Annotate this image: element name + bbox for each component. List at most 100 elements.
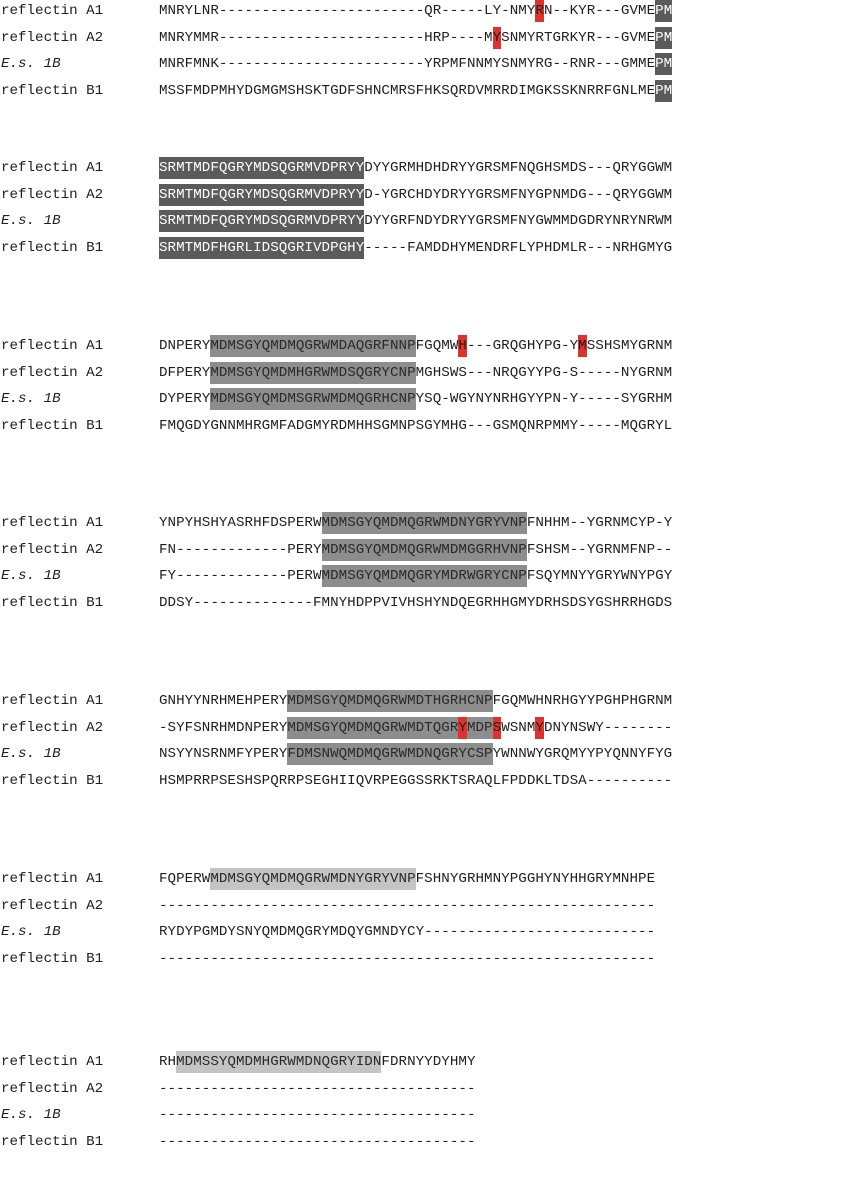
residue-segment: -----FAMDDHYMENDRFLYPHDMLR---NRHGMYG <box>364 239 673 256</box>
highlighted-residue: H <box>458 335 467 357</box>
residue-segment: FMQGDYGNNMHRGMFADGMYRDMHHSGMNPSGYMHG---G… <box>159 417 673 434</box>
residue-segment: FQPERW <box>159 871 211 887</box>
residue-segment: D-YGRCHDYDRYYGRSMFNYGPNMDG---QRYGGWM <box>364 186 673 203</box>
sequence-residues: MSSFMDPMHYDGMGMSHSKTGDFSHNCMRSFHKSQRDVMR… <box>159 79 673 102</box>
sequence-label: E.s. 1B <box>1 391 61 407</box>
sequence-label: E.s. 1B <box>1 1107 61 1123</box>
sequence-label: reflectin A2 <box>1 186 104 203</box>
sequence-residues: DNPERYMDMSGYQMDMQGRWMDAQGRFNNPFGQMWH---G… <box>159 335 672 357</box>
residue-segment: ---GRQGHYPG-Y <box>466 338 579 354</box>
sequence-label: reflectin B1 <box>1 417 104 434</box>
conserved-motif-highlight: SRMTMDFQGRYMDSQGRMVDPRYY <box>159 210 365 232</box>
sequence-residues: RHMDMSSYQMDMHGRWMDNQGRYIDNFDRNYYDYHMY <box>159 1051 476 1073</box>
residue-segment: DNPERY <box>159 338 211 354</box>
sequence-label: reflectin A1 <box>1 160 104 176</box>
conserved-motif-highlight: MDMSGYQMDMQGRWMDTQGR <box>287 716 459 739</box>
conserved-motif-highlight: MDMSSYQMDMHGRWMDNQGRYIDN <box>176 1051 382 1073</box>
sequence-label: reflectin A1 <box>1 3 104 19</box>
residue-segment: FSHSM--YGRNMFNP-- <box>526 541 673 558</box>
conserved-motif-highlight: MDMSGYQMDMQGRYMDRWGRYCNP <box>321 565 527 587</box>
sequence-label: reflectin A1 <box>1 338 104 354</box>
conserved-motif-highlight: MDMSGYQMDMQGRWMDNYGRYVNP <box>210 868 416 890</box>
residue-segment: RH <box>159 1054 177 1070</box>
sequence-label: reflectin A1 <box>1 693 104 709</box>
residue-segment: ------------------------------------- <box>159 1107 476 1123</box>
residue-segment: DFPERY <box>159 364 211 381</box>
residue-segment: SSHSMYGRNM <box>586 338 673 354</box>
residue-segment: WSNM <box>501 719 536 736</box>
sequence-residues: NSYYNSRNMFYPERYFDMSNWQMDMQGRWMDNQGRYCSPY… <box>159 743 672 765</box>
sequence-residues: SRMTMDFHGRLIDSQGRIVDPGHY-----FAMDDHYMEND… <box>159 236 673 259</box>
conserved-motif-highlight: MDMSGYQMDMQGRWMDTHGRHCNP <box>287 690 493 712</box>
sequence-residues: YNPYHSHYASRHFDSPERWMDMSGYQMDMQGRWMDNYGRY… <box>159 512 672 534</box>
sequence-label: reflectin B1 <box>1 1133 104 1150</box>
highlighted-residue: R <box>535 0 544 22</box>
residue-segment: HSMPRRPSESHSPQRRPSEGHIIQVRPEGGSSRKTSRAQL… <box>159 772 673 789</box>
residue-segment: MGHSWS---NRQGYYPG-S-----NYGRNM <box>415 364 673 381</box>
sequence-residues: FN-------------PERYMDMSGYQMDMQGRWMDMGGRH… <box>159 538 673 561</box>
sequence-label: reflectin A2 <box>1 29 104 46</box>
residue-segment: DDSY--------------FMNYHDPPVIVHSHYNDQEGRH… <box>159 594 673 611</box>
sequence-label: reflectin A1 <box>1 515 104 531</box>
sequence-residues: DYPERYMDMSGYQMDMSGRWMDMQGRHCNPYSQ-WGYNYN… <box>159 388 672 410</box>
sequence-label: reflectin A1 <box>1 871 104 887</box>
highlighted-residue: Y <box>535 716 544 739</box>
sequence-label: reflectin B1 <box>1 82 104 99</box>
residue-segment: ------------------------------------- <box>159 1133 476 1150</box>
sequence-label: reflectin A2 <box>1 897 104 914</box>
residue-segment: DYYGRFNDYDRYYGRSMFNYGWMMDGDRYNRYNRWM <box>364 213 673 229</box>
residue-segment: RYDYPGMDYSNYQMDMQGRYMDQYGMNDYCY---------… <box>159 924 656 940</box>
residue-segment: ----------------------------------------… <box>159 950 656 967</box>
residue-segment: FN-------------PERY <box>159 541 322 558</box>
sequence-residues: DFPERYMDMSGYQMDMHGRWMDSQGRYCNPMGHSWS---N… <box>159 361 673 384</box>
conserved-motif-highlight: MDMSGYQMDMQGRWMDNYGRYVNP <box>321 512 527 534</box>
highlighted-residue: Y <box>458 716 467 739</box>
sequence-label: E.s. 1B <box>1 56 61 72</box>
sequence-residues: FQPERWMDMSGYQMDMQGRWMDNYGRYVNPFSHNYGRHMN… <box>159 868 655 890</box>
conserved-motif-highlight: MDP <box>466 716 493 739</box>
residue-segment: ------------------------------------- <box>159 1080 476 1097</box>
sequence-residues: GNHYYNRHMEHPERYMDMSGYQMDMQGRWMDTHGRHCNPF… <box>159 690 672 712</box>
sequence-residues: RYDYPGMDYSNYQMDMQGRYMDQYGMNDYCY---------… <box>159 921 655 943</box>
sequence-residues: SRMTMDFQGRYMDSQGRMVDPRYYDYYGRFNDYDRYYGRS… <box>159 210 672 232</box>
residue-segment: YNPYHSHYASRHFDSPERW <box>159 515 322 531</box>
sequence-residues: SRMTMDFQGRYMDSQGRMVDPRYYD-YGRCHDYDRYYGRS… <box>159 183 673 206</box>
sequence-label: E.s. 1B <box>1 213 61 229</box>
sequence-residues: -SYFSNRHMDNPERYMDMSGYQMDMQGRWMDTQGRYMDPS… <box>159 716 673 739</box>
sequence-label: reflectin A1 <box>1 1054 104 1070</box>
residue-segment: NSYYNSRNMFYPERY <box>159 746 288 762</box>
conserved-motif-highlight: PM <box>655 0 673 22</box>
sequence-residues: MNRFMNK------------------------YRPMFNNMY… <box>159 53 673 75</box>
conserved-motif-highlight: SRMTMDFQGRYMDSQGRMVDPRYY <box>159 157 365 179</box>
sequence-residues: ----------------------------------------… <box>159 948 655 970</box>
residue-segment: SNMYRTGRKYR---GVME <box>501 29 656 46</box>
highlighted-residue: S <box>492 716 502 739</box>
residue-segment: N--KYR---GVME <box>543 3 656 19</box>
residue-segment: ----------------------------------------… <box>159 897 656 914</box>
sequence-label: reflectin A2 <box>1 719 104 736</box>
sequence-label: reflectin A2 <box>1 364 104 381</box>
residue-segment: MNRYLNR------------------------QR-----LY… <box>159 3 536 19</box>
residue-segment: DYPERY <box>159 391 211 407</box>
sequence-label: reflectin B1 <box>1 239 104 256</box>
sequence-residues: ------------------------------------- <box>159 1078 476 1100</box>
sequence-residues: ------------------------------------- <box>159 1131 476 1153</box>
residue-segment: DYYGRMHDHDRYYGRSMFNQGHSMDS---QRYGGWM <box>364 160 673 176</box>
residue-segment: FGQMWHNRHGYYPGHPHGRNM <box>492 693 673 709</box>
conserved-motif-highlight: MDMSGYQMDMQGRWMDAQGRFNNP <box>210 335 416 357</box>
conserved-motif-highlight: FDMSNWQMDMQGRWMDNQGRYCSP <box>287 743 493 765</box>
sequence-residues: ----------------------------------------… <box>159 895 655 917</box>
highlighted-residue: M <box>578 335 587 357</box>
sequence-label: E.s. 1B <box>1 746 61 762</box>
conserved-motif-highlight: SRMTMDFHGRLIDSQGRIVDPGHY <box>159 236 365 259</box>
sequence-residues: FMQGDYGNNMHRGMFADGMYRDMHHSGMNPSGYMHG---G… <box>159 415 672 437</box>
residue-segment: DNYNSWY-------- <box>543 719 673 736</box>
conserved-motif-highlight: MDMSGYQMDMSGRWMDMQGRHCNP <box>210 388 416 410</box>
conserved-motif-highlight: PM <box>655 79 673 102</box>
residue-segment: MNRYMMR------------------------HRP----M <box>159 29 493 46</box>
residue-segment: FDRNYYDYHMY <box>381 1054 476 1070</box>
sequence-label: reflectin B1 <box>1 950 104 967</box>
sequence-label: E.s. 1B <box>1 924 61 940</box>
sequence-residues: HSMPRRPSESHSPQRRPSEGHIIQVRPEGGSSRKTSRAQL… <box>159 770 672 792</box>
